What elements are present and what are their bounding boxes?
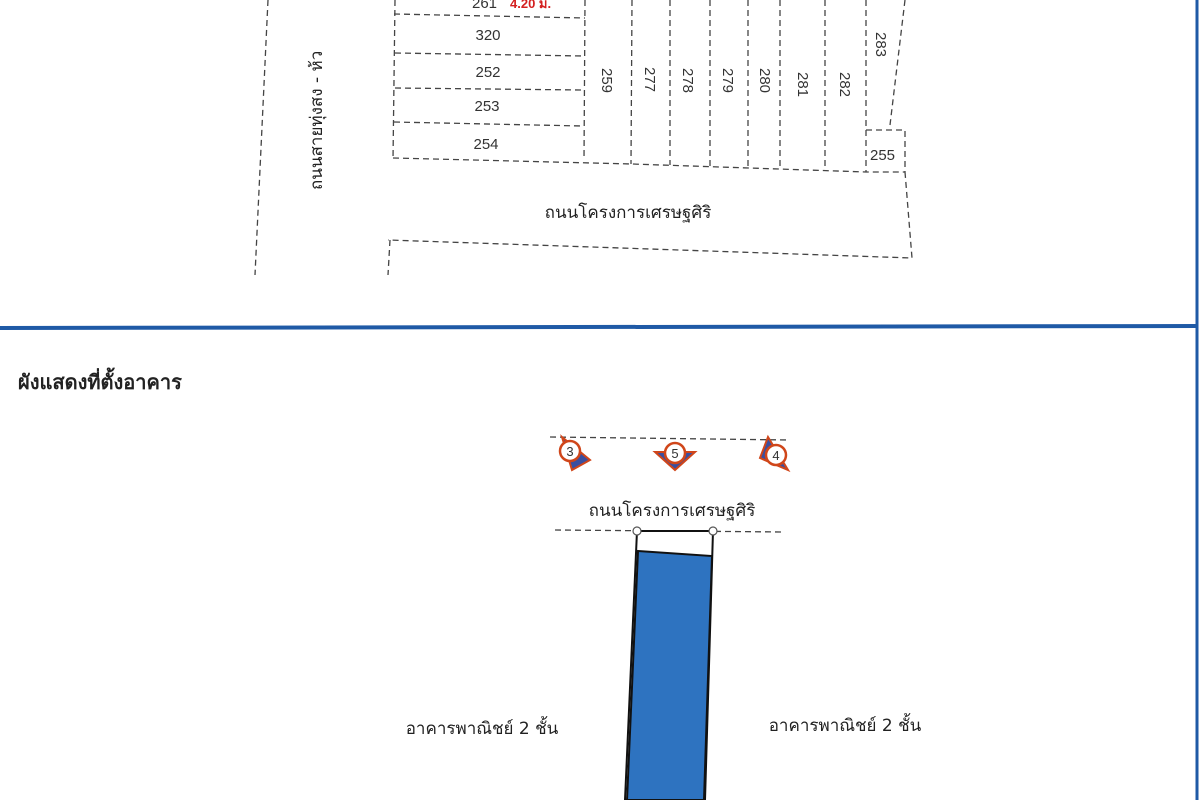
side-road-label: ถนนสายทุ่งสง - ห้ว — [307, 51, 327, 190]
road-far-edge — [549, 436, 791, 441]
svg-text:4: 4 — [772, 448, 779, 463]
main-road-label: ถนนโครงการเศรษฐศิริ — [545, 202, 712, 223]
lot-label: 278 — [679, 68, 696, 93]
lot-label: 280 — [756, 68, 773, 93]
plan-road-label: ถนนโครงการเศรษฐศิริ — [589, 500, 756, 521]
right-building-label: อาคารพาณิชย์ 2 ชั้น — [769, 713, 922, 736]
lot-label: 320 — [475, 27, 500, 44]
building-location-plan: 3 5 4 ถนนโครงการเศรษฐศิริ อาคารพาณิชย์ 2… — [406, 434, 922, 800]
view-marker-5: 5 — [652, 441, 698, 472]
svg-text:5: 5 — [671, 446, 678, 461]
subject-building — [623, 526, 718, 800]
top-location-map: ถนนสายทุ่งสง - ห้ว 261 4.20 ม. 320 252 2… — [254, 0, 913, 276]
lot-row-lines — [392, 13, 905, 173]
plan-title: ผังแสดงที่ตั้งอาคาร — [18, 370, 182, 394]
lot-block-left-edge — [392, 0, 396, 161]
road-edge-left — [387, 239, 391, 276]
lot-label: 279 — [719, 68, 736, 93]
partial-lot-label: 261 — [472, 0, 497, 12]
lot-label: 253 — [474, 98, 499, 115]
svg-text:3: 3 — [566, 444, 573, 459]
lot-label: 252 — [475, 64, 500, 81]
section-divider — [0, 324, 1198, 330]
view-marker-4: 4 — [758, 434, 791, 473]
lot-label: 283 — [872, 32, 889, 57]
corner-lot-label: 255 — [870, 147, 895, 164]
view-marker-3: 3 — [558, 434, 592, 472]
left-building-label: อาคารพาณิชย์ 2 ชั้น — [406, 716, 559, 739]
partial-dimension-label: 4.20 ม. — [510, 0, 551, 11]
road-boundary — [387, 129, 913, 259]
lot-column-lines — [583, 0, 906, 172]
lot-label: 254 — [473, 136, 498, 153]
lot-label: 282 — [836, 72, 853, 97]
lot-label: 281 — [794, 72, 811, 97]
side-road-left-edge — [254, 0, 269, 276]
lot-label: 277 — [641, 67, 658, 92]
lot-label: 259 — [598, 68, 615, 93]
